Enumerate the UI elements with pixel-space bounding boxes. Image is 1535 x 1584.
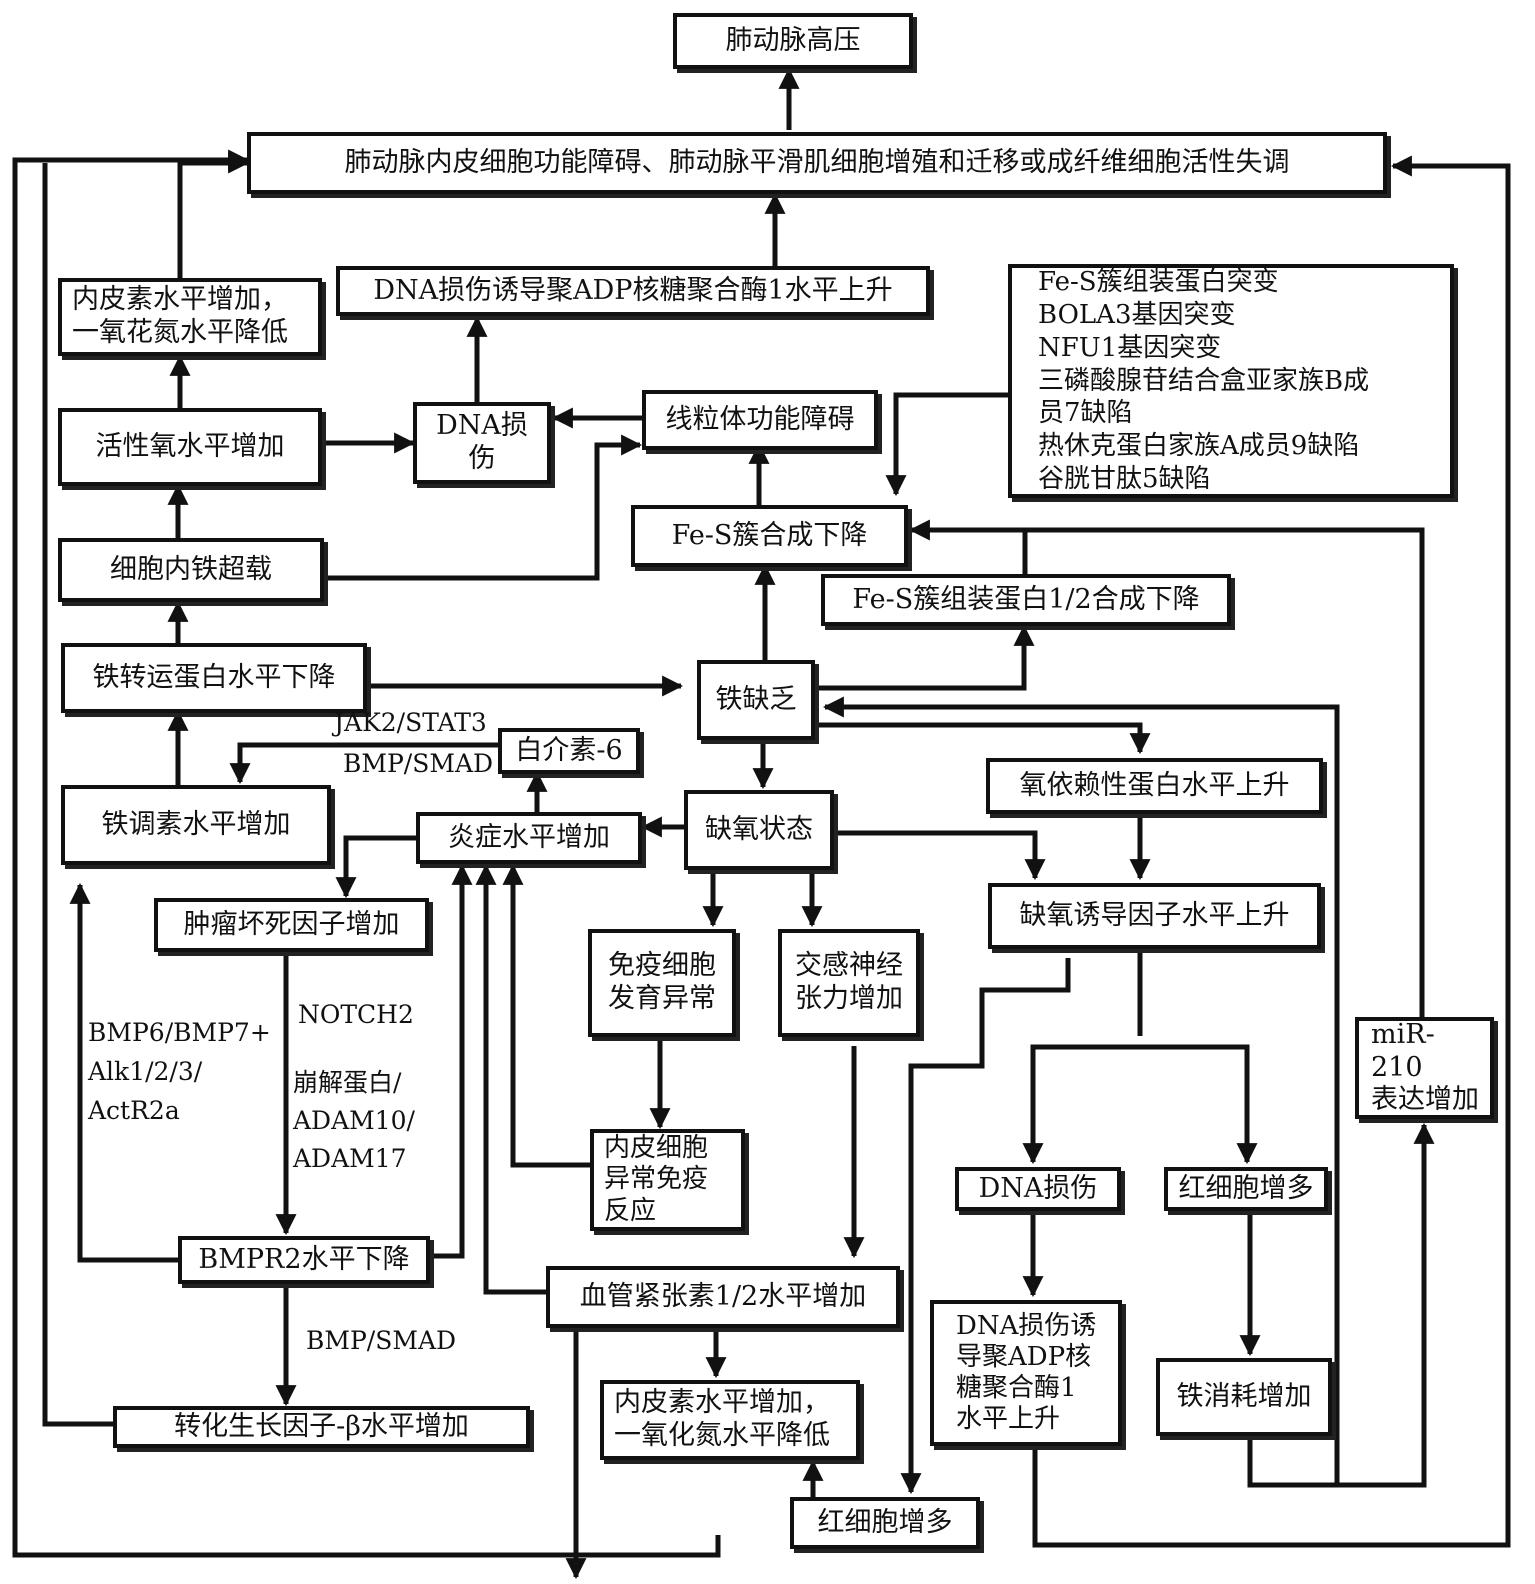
node-hypoxia-text: 缺氧状态 xyxy=(705,813,813,845)
node-o2-protein: 氧依赖性蛋白水平上升 xyxy=(986,758,1323,814)
node-genetic-list: Fe-S簇组装蛋白突变 BOLA3基因突变 NFU1基因突变 三磷酸腺苷结合盒亚… xyxy=(1008,264,1454,498)
node-erythro-right: 红细胞增多 xyxy=(1164,1167,1328,1211)
arrow-endothelin-to-endo xyxy=(177,152,250,282)
node-endo-immune: 内皮细胞 异常免疫 反应 xyxy=(590,1129,745,1231)
node-hepcidin-text: 铁调素水平增加 xyxy=(101,808,291,840)
node-transferrin: 铁转运蛋白水平下降 xyxy=(61,643,367,713)
arrow-genetic-to-fes xyxy=(885,392,1008,497)
node-inflammation: 炎症水平增加 xyxy=(416,812,642,864)
arrow-outer-left-loop xyxy=(12,149,721,1558)
node-isca: Fe-S簇组装蛋白1/2合成下降 xyxy=(821,574,1231,626)
node-parp-right: DNA损伤诱 导聚ADP核 糖聚合酶1 水平上升 xyxy=(930,1300,1122,1446)
arrow-irondef-to-o2protein xyxy=(815,722,1151,755)
node-iron-overload-text: 细胞内铁超载 xyxy=(110,553,272,585)
node-dna-damage-top-text: DNA损伤 xyxy=(436,410,528,474)
node-sympathetic-text: 交感神经 张力增加 xyxy=(795,950,903,1014)
node-parp-top: DNA损伤诱导聚ADP核糖聚合酶1水平上升 xyxy=(336,266,930,316)
node-endothelin-top: 内皮素水平增加， 一氧花氮水平降低 xyxy=(58,278,322,356)
arrow-hypoxia-to-hif xyxy=(833,830,1046,881)
node-hypoxia: 缺氧状态 xyxy=(684,790,834,870)
node-genetic-list-text: Fe-S簇组装蛋白突变 BOLA3基因突变 NFU1基因突变 三磷酸腺苷结合盒亚… xyxy=(1038,267,1370,494)
node-dna-damage-top: DNA损伤 xyxy=(413,402,551,484)
node-endothelin-bottom: 内皮素水平增加， 一氧化氮水平降低 xyxy=(600,1380,860,1460)
node-iron-consumption-text: 铁消耗增加 xyxy=(1176,1380,1312,1412)
arrow-right-outer-loop xyxy=(1032,155,1511,1548)
arrow-isca-to-fes xyxy=(908,519,1028,574)
node-angiotensin: 血管紧张素1/2水平增加 xyxy=(546,1266,900,1328)
node-endo-dysfunction: 肺动脉内皮细胞功能障碍、肺动脉平滑肌细胞增殖和迁移或成纤维细胞活性失调 xyxy=(247,132,1387,194)
node-transferrin-text: 铁转运蛋白水平下降 xyxy=(92,661,336,693)
node-sympathetic: 交感神经 张力增加 xyxy=(778,929,920,1037)
arrow-consumption-to-mir210 xyxy=(1247,1122,1435,1488)
label-bmp-smad-bottom: BMP/SMAD xyxy=(306,1326,457,1355)
arrow-il6-to-hepcidin xyxy=(229,742,498,785)
node-erythro-bottom-text: 红细胞增多 xyxy=(817,1506,953,1538)
node-tgfb-text: 转化生长因子-β水平增加 xyxy=(174,1410,469,1442)
node-isca-text: Fe-S簇组装蛋白1/2合成下降 xyxy=(852,583,1200,615)
node-mir210: miR-210 表达增加 xyxy=(1355,1017,1494,1119)
node-dna-damage-right-text: DNA损伤 xyxy=(978,1172,1098,1204)
node-mito-text: 线粒体功能障碍 xyxy=(665,403,855,435)
node-endothelin-top-text: 内皮素水平增加， 一氧花氮水平降低 xyxy=(72,284,288,348)
arrow-endoimmune-to-inflammation xyxy=(502,863,590,1168)
node-immune: 免疫细胞 发育异常 xyxy=(588,929,736,1037)
node-ros: 活性氧水平增加 xyxy=(58,408,322,486)
node-erythro-bottom: 红细胞增多 xyxy=(790,1497,980,1549)
node-iron-consumption: 铁消耗增加 xyxy=(1156,1358,1332,1436)
arrow-mir210-to-irondef xyxy=(822,696,1340,1485)
node-bmpr2-text: BMPR2水平下降 xyxy=(198,1243,410,1275)
node-parp-top-text: DNA损伤诱导聚ADP核糖聚合酶1水平上升 xyxy=(373,274,893,306)
arrow-tgfb-loop xyxy=(42,163,120,1427)
node-pah-text: 肺动脉高压 xyxy=(725,24,861,56)
node-parp-right-text: DNA损伤诱 导聚ADP核 糖聚合酶1 水平上升 xyxy=(956,1310,1097,1435)
node-il6-text: 白介素-6 xyxy=(515,734,623,766)
node-fes-synth: Fe-S簇合成下降 xyxy=(631,505,908,567)
arrow-overload-to-mito xyxy=(323,434,643,581)
label-adam: 崩解蛋白/ ADAM10/ ADAM17 xyxy=(293,1068,415,1173)
node-iron-def-text: 铁缺乏 xyxy=(715,683,797,715)
node-fes-synth-text: Fe-S簇合成下降 xyxy=(671,519,868,551)
node-dna-damage-right: DNA损伤 xyxy=(955,1167,1121,1211)
node-hepcidin: 铁调素水平增加 xyxy=(61,785,331,865)
node-erythro-right-text: 红细胞增多 xyxy=(1178,1172,1314,1204)
arrow-bmpr2-to-hepcidin xyxy=(69,882,178,1263)
node-endo-immune-text: 内皮细胞 异常免疫 反应 xyxy=(604,1133,709,1226)
node-inflammation-text: 炎症水平增加 xyxy=(448,821,610,853)
label-notch: NOTCH2 xyxy=(298,1000,414,1029)
arrow-irondef-to-isca xyxy=(815,624,1035,691)
node-immune-text: 免疫细胞 发育异常 xyxy=(608,950,716,1014)
label-bmp6: BMP6/BMP7+ Alk1/2/3/ ActR2a xyxy=(88,1018,271,1125)
arrow-inflammation-to-tnf xyxy=(335,835,418,899)
node-mir210-text: miR-210 表达增加 xyxy=(1371,1018,1479,1116)
node-tnf-text: 肿瘤坏死因子增加 xyxy=(183,908,400,940)
node-hif-text: 缺氧诱导因子水平上升 xyxy=(1019,899,1290,931)
node-endothelin-bottom-text: 内皮素水平增加， 一氧化氮水平降低 xyxy=(614,1387,830,1451)
node-il6: 白介素-6 xyxy=(498,728,640,774)
arrow-hif-to-dna-right xyxy=(1030,1044,1250,1085)
node-ros-text: 活性氧水平增加 xyxy=(95,430,285,462)
arrow-hif-to-erythro-bottom xyxy=(900,958,1071,1495)
node-mito: 线粒体功能障碍 xyxy=(642,390,878,450)
node-tnf: 肿瘤坏死因子增加 xyxy=(154,898,429,952)
node-iron-def: 铁缺乏 xyxy=(697,660,815,740)
node-angiotensin-text: 血管紧张素1/2水平增加 xyxy=(579,1280,867,1312)
arrow-mir210-loop-to-fes xyxy=(1025,527,1425,1017)
label-bmp-smad-top: BMP/SMAD xyxy=(343,749,494,778)
node-hif: 缺氧诱导因子水平上升 xyxy=(988,883,1321,949)
node-o2-protein-text: 氧依赖性蛋白水平上升 xyxy=(1019,769,1290,801)
arrow-angiotensin-to-inflammation xyxy=(475,863,546,1295)
node-pah: 肺动脉高压 xyxy=(673,13,913,69)
node-endo-dysfunction-text: 肺动脉内皮细胞功能障碍、肺动脉平滑肌细胞增殖和迁移或成纤维细胞活性失调 xyxy=(344,146,1290,178)
label-jak-stat: JAK2/STAT3 xyxy=(334,708,487,737)
node-bmpr2: BMPR2水平下降 xyxy=(178,1236,430,1284)
arrow-bmpr2-to-inflammation xyxy=(430,863,473,1259)
node-tgfb: 转化生长因子-β水平增加 xyxy=(113,1406,530,1448)
node-iron-overload: 细胞内铁超载 xyxy=(58,538,324,602)
